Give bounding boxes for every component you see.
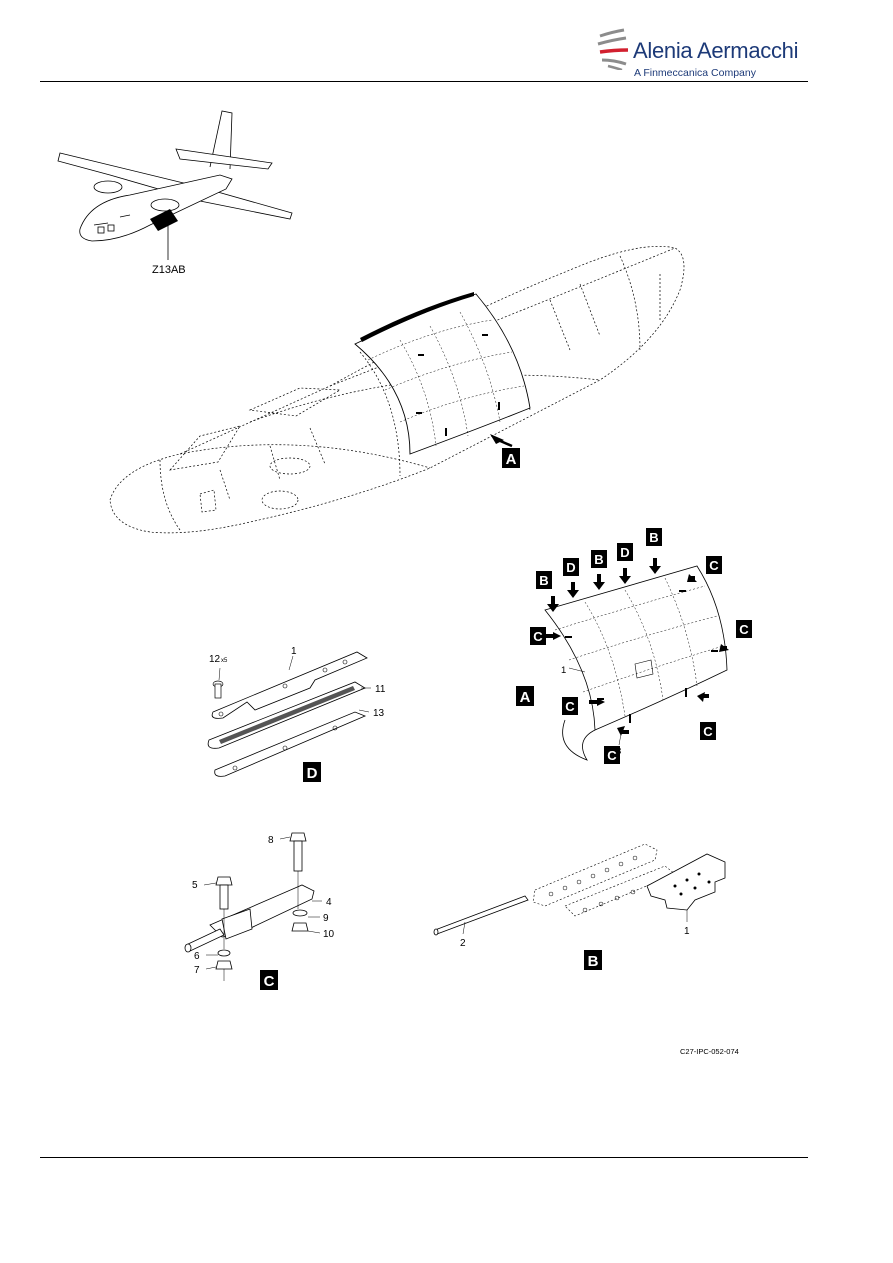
view-a-title-callout: A xyxy=(516,686,534,706)
view-c-part-8: 8 xyxy=(268,835,274,846)
view-b-part-1: 1 xyxy=(684,926,690,937)
view-d-fastener-12: 12 xyxy=(209,654,221,665)
company-tagline: A Finmeccanica Company xyxy=(634,67,756,79)
view-d-title-label: D xyxy=(307,765,318,782)
callout-c-2-label: C xyxy=(739,622,749,637)
view-a-callout-main: A xyxy=(502,448,520,468)
callout-c-5-label: C xyxy=(703,724,713,739)
view-d-fastener-qty: x5 xyxy=(221,658,228,664)
view-c-diagram: 8 5 4 9 10 6 7 xyxy=(184,832,335,981)
view-c-title-callout: C xyxy=(260,970,278,990)
company-name: Alenia Aermacchi xyxy=(633,38,799,63)
view-b-part-2: 2 xyxy=(460,938,466,949)
view-c-title-label: C xyxy=(264,973,275,990)
view-b-diagram: 2 1 xyxy=(433,843,726,949)
view-c-part-7: 7 xyxy=(194,965,200,976)
callout-b-1-label: B xyxy=(539,573,548,588)
callout-d-1: D xyxy=(563,558,579,576)
company-logo xyxy=(596,26,632,72)
callout-c-3: C xyxy=(530,627,546,645)
callout-c-3-label: C xyxy=(533,629,543,644)
callout-c-4: C xyxy=(562,697,578,715)
view-a-title-label: A xyxy=(520,689,531,706)
footer-rule xyxy=(40,1157,808,1158)
header-rule xyxy=(40,81,808,82)
view-c-part-5: 5 xyxy=(192,880,198,891)
callout-d-2: D xyxy=(617,543,633,561)
figure-reference: C27-IPC-052-074 xyxy=(680,1047,739,1056)
callout-c-5: C xyxy=(700,722,716,740)
fuselage-section-diagram xyxy=(109,245,685,534)
callout-c-6: C xyxy=(604,746,620,764)
view-b-title-label: B xyxy=(588,953,599,970)
view-c-part-4: 4 xyxy=(326,897,332,908)
zone-label: Z13AB xyxy=(152,264,186,276)
callout-b-1: B xyxy=(536,571,552,589)
view-c-part-9: 9 xyxy=(323,913,329,924)
view-d-diagram: 12 x5 1 11 13 xyxy=(207,646,386,777)
callout-d-2-label: D xyxy=(620,545,629,560)
callout-b-2: B xyxy=(591,550,607,568)
view-a-panel-diagram: 1 3 xyxy=(544,558,729,761)
view-d-part-1: 1 xyxy=(291,646,297,657)
callout-c-4-label: C xyxy=(565,699,575,714)
callout-b-2-label: B xyxy=(594,552,603,567)
callout-d-1-label: D xyxy=(566,560,575,575)
view-d-part-13: 13 xyxy=(373,708,385,719)
view-b-title-callout: B xyxy=(584,950,602,970)
view-a-callout-label: A xyxy=(506,451,517,468)
callout-c-1-label: C xyxy=(709,558,719,573)
view-d-part-11: 11 xyxy=(375,684,386,695)
callout-c-1: C xyxy=(706,556,722,574)
view-c-part-6: 6 xyxy=(194,951,200,962)
callout-c-6-label: C xyxy=(607,748,617,763)
view-d-title-callout: D xyxy=(303,762,321,782)
view-a-part-1: 1 xyxy=(561,665,566,676)
alenia-swoosh-icon xyxy=(597,28,629,72)
aircraft-locator-icon xyxy=(57,110,293,260)
callout-c-2: C xyxy=(736,620,752,638)
callout-b-3: B xyxy=(646,528,662,546)
callout-b-3-label: B xyxy=(649,530,658,545)
view-c-part-10: 10 xyxy=(323,929,335,940)
